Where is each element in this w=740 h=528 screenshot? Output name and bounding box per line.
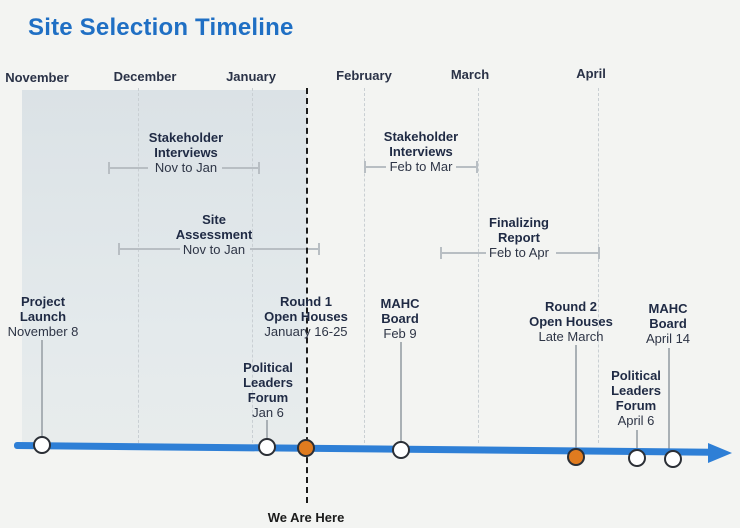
event-title: MAHC bbox=[380, 296, 420, 311]
phase-title: Interviews bbox=[389, 144, 453, 159]
month-label: January bbox=[226, 69, 276, 84]
month-label: February bbox=[336, 68, 392, 83]
event-title: Leaders bbox=[611, 383, 661, 398]
event-mahc-board-2: MAHC Board April 14 bbox=[646, 301, 690, 346]
phase-finalizing-report: Finalizing Report Feb to Apr bbox=[469, 215, 569, 260]
event-title: Board bbox=[649, 316, 687, 331]
milestone-dot bbox=[567, 448, 585, 466]
phase-title: Report bbox=[498, 230, 540, 245]
event-title: Political bbox=[243, 360, 293, 375]
phase-range: Feb to Apr bbox=[489, 245, 549, 260]
event-date: Jan 6 bbox=[252, 405, 284, 420]
event-date: April 6 bbox=[617, 413, 655, 428]
phase-range: Nov to Jan bbox=[154, 160, 218, 175]
event-date: January 16-25 bbox=[264, 324, 348, 339]
event-stem bbox=[668, 348, 670, 450]
event-date: November 8 bbox=[7, 324, 79, 339]
gridline-march bbox=[478, 88, 479, 443]
phase-range-bar bbox=[364, 161, 386, 173]
event-title: Open Houses bbox=[264, 309, 348, 324]
milestone-dot bbox=[258, 438, 276, 456]
phase-stakeholder-interviews-2: Stakeholder Interviews Feb to Mar bbox=[371, 129, 471, 174]
event-project-launch: Project Launch November 8 bbox=[8, 294, 79, 339]
phase-title: Finalizing bbox=[489, 215, 549, 230]
page-title: Site Selection Timeline bbox=[28, 14, 294, 41]
phase-title: Stakeholder bbox=[148, 130, 224, 145]
month-label: December bbox=[113, 69, 177, 84]
event-title: Launch bbox=[19, 309, 67, 324]
event-date: Feb 9 bbox=[383, 326, 417, 341]
timeline-axis bbox=[13, 442, 715, 456]
event-round-2-open-houses: Round 2 Open Houses Late March bbox=[529, 299, 613, 344]
event-political-leaders-forum-1: Political Leaders Forum Jan 6 bbox=[243, 360, 293, 420]
event-title: Round 2 bbox=[544, 299, 597, 314]
event-stem bbox=[266, 420, 268, 442]
event-stem bbox=[400, 342, 402, 444]
milestone-dot bbox=[392, 441, 410, 459]
phase-title: Stakeholder bbox=[383, 129, 459, 144]
phase-range: Feb to Mar bbox=[389, 159, 453, 174]
timeline-arrow-icon bbox=[708, 443, 732, 463]
phase-range-bar bbox=[440, 247, 486, 259]
gridline-april bbox=[598, 88, 599, 443]
milestone-dot bbox=[297, 439, 315, 457]
event-title: Forum bbox=[247, 390, 289, 405]
event-title: Project bbox=[20, 294, 66, 309]
gridline-february bbox=[364, 88, 365, 443]
event-mahc-board-1: MAHC Board Feb 9 bbox=[381, 296, 420, 341]
past-period-shading bbox=[22, 90, 307, 445]
event-stem bbox=[575, 345, 577, 448]
event-title: Round 1 bbox=[279, 294, 332, 309]
phase-range-bar bbox=[108, 162, 148, 174]
phase-title: Assessment bbox=[175, 227, 253, 242]
phase-title: Interviews bbox=[154, 145, 218, 160]
milestone-dot bbox=[33, 436, 51, 454]
current-date-line bbox=[306, 88, 308, 503]
phase-range-bar bbox=[118, 243, 180, 255]
event-political-leaders-forum-2: Political Leaders Forum April 6 bbox=[611, 368, 661, 428]
event-title: Leaders bbox=[243, 375, 293, 390]
phase-range: Nov to Jan bbox=[182, 242, 246, 257]
event-date: April 14 bbox=[645, 331, 691, 346]
phase-range-bar bbox=[556, 247, 600, 259]
event-stem bbox=[636, 430, 638, 450]
milestone-dot bbox=[628, 449, 646, 467]
gridline-december bbox=[138, 88, 139, 443]
phase-range-bar bbox=[456, 161, 478, 173]
event-title: Board bbox=[381, 311, 419, 326]
month-label: April bbox=[576, 66, 606, 81]
month-label: November bbox=[5, 70, 69, 85]
event-date: Late March bbox=[538, 329, 604, 344]
month-label: March bbox=[450, 67, 490, 82]
phase-range-bar bbox=[250, 243, 320, 255]
phase-title: Site bbox=[202, 212, 226, 227]
current-date-label: We Are Here bbox=[267, 510, 345, 525]
phase-site-assessment: Site Assessment Nov to Jan bbox=[164, 212, 264, 257]
event-title: Open Houses bbox=[529, 314, 613, 329]
phase-stakeholder-interviews-1: Stakeholder Interviews Nov to Jan bbox=[135, 130, 237, 175]
milestone-dot bbox=[664, 450, 682, 468]
event-title: Forum bbox=[615, 398, 657, 413]
event-round-1-open-houses: Round 1 Open Houses January 16-25 bbox=[264, 294, 348, 339]
event-stem bbox=[41, 340, 43, 440]
event-title: MAHC bbox=[648, 301, 688, 316]
phase-range-bar bbox=[222, 162, 260, 174]
event-title: Political bbox=[611, 368, 661, 383]
gridline-january bbox=[252, 88, 253, 443]
